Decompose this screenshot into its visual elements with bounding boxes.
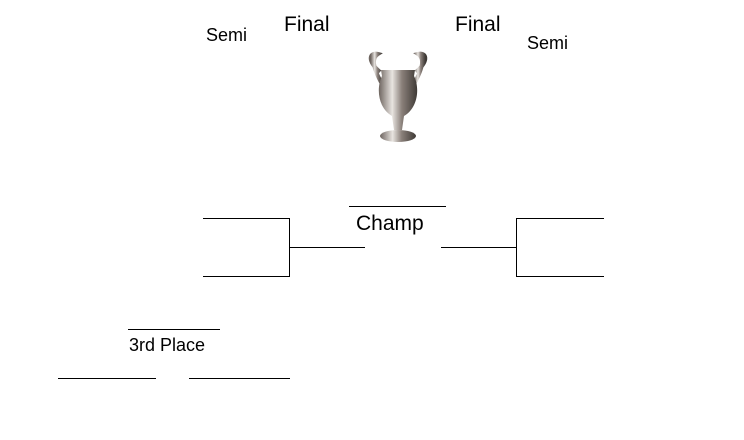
champ-label: Champ [356,212,424,235]
right-final-line [441,247,517,248]
third-place-right-line [189,378,290,379]
left-semi-bottom-line [203,276,290,277]
third-place-label: 3rd Place [129,335,206,355]
right-semi-bottom-line [517,276,604,277]
champ-line [349,206,446,207]
third-place-line [128,329,220,330]
final-left-label: Final [284,13,330,36]
third-place-left-line [58,378,156,379]
semi-right-label: Semi [527,33,569,53]
left-final-line [290,247,365,248]
trophy-icon [368,51,428,142]
left-semi-top-line [203,218,290,219]
semi-left-label: Semi [206,25,248,45]
right-bracket-connector [516,218,517,277]
left-bracket-connector [289,218,290,277]
final-right-label: Final [455,13,501,36]
right-semi-top-line [517,218,604,219]
